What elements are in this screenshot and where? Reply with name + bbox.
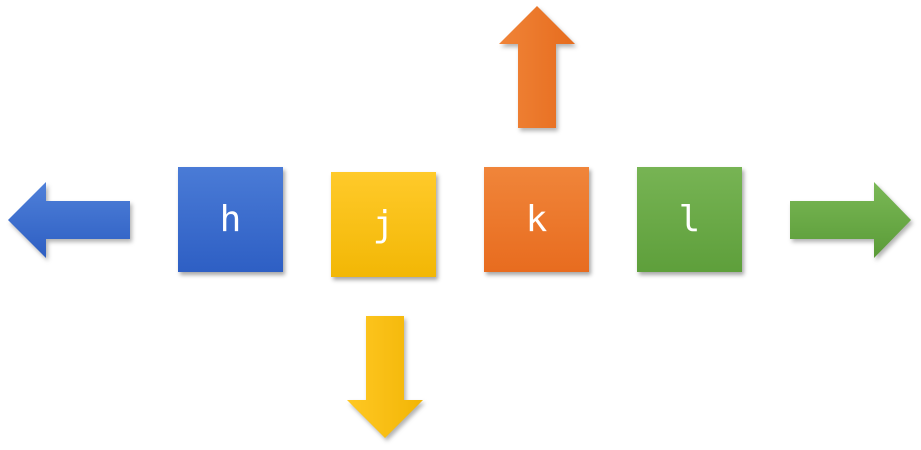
arrow-down-icon xyxy=(347,316,423,438)
arrow-left-icon xyxy=(8,182,130,258)
key-j: j xyxy=(331,172,436,277)
key-h: h xyxy=(178,167,283,272)
arrow-up-icon xyxy=(499,6,575,128)
key-k-label: k xyxy=(525,199,548,240)
arrow-right-icon xyxy=(790,182,911,258)
key-h-label: h xyxy=(219,199,242,240)
key-l-label: l xyxy=(678,199,701,240)
key-j-label: j xyxy=(372,204,395,245)
key-l: l xyxy=(637,167,742,272)
key-k: k xyxy=(484,167,589,272)
